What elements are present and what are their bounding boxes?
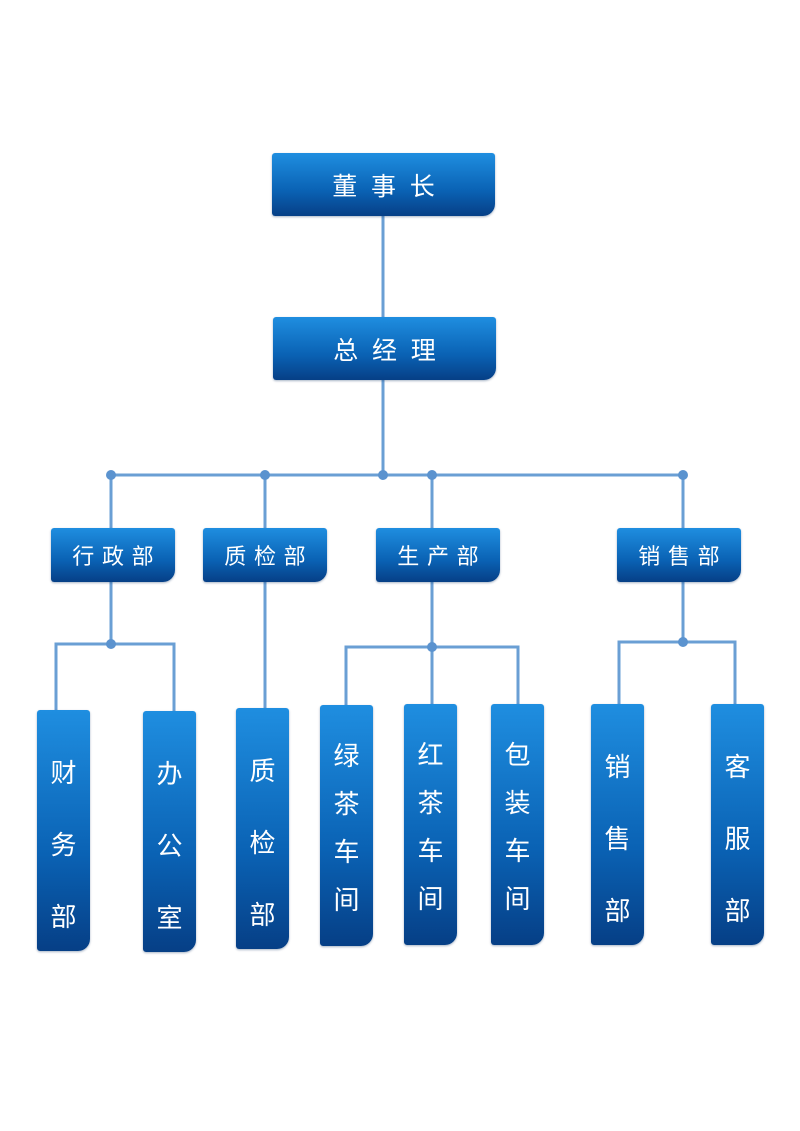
unit-char: 部 (249, 901, 276, 931)
unit-char: 茶 (333, 790, 360, 820)
admin-department-box: 行政部 (51, 528, 175, 582)
unit-char: 车 (504, 837, 531, 867)
unit-char: 装 (504, 789, 531, 819)
junction-dot (427, 642, 437, 652)
packing-workshop-box: 包 装 车 间 (491, 704, 544, 945)
junction-dot (678, 470, 688, 480)
black-tea-workshop-box: 红 茶 车 间 (404, 704, 457, 945)
junction-dot (260, 470, 270, 480)
admin-sub-bus (54, 642, 176, 712)
unit-char: 部 (604, 897, 631, 927)
unit-char: 室 (156, 904, 183, 934)
unit-char: 红 (417, 741, 444, 771)
junction-dot (427, 470, 437, 480)
office-unit-box: 办 公 室 (143, 711, 196, 952)
admin-department-label: 行政部 (72, 545, 162, 570)
sales-department-box: 销售部 (617, 528, 741, 582)
unit-char: 包 (504, 741, 531, 771)
sales-sub-bus (617, 640, 737, 705)
unit-char: 办 (156, 760, 183, 790)
unit-char: 务 (50, 831, 77, 861)
production-department-label: 生产部 (397, 545, 487, 570)
unit-char: 绿 (333, 742, 360, 772)
junction-dot (106, 470, 116, 480)
general-manager-label: 总经理 (333, 335, 450, 365)
customer-service-unit-box: 客 服 部 (711, 704, 764, 945)
unit-char: 售 (604, 825, 631, 855)
unit-char: 质 (249, 757, 276, 787)
junction-dot (106, 639, 116, 649)
sales-unit-box: 销 售 部 (591, 704, 644, 945)
qc-department-label: 质检部 (224, 545, 314, 570)
junction-dot (378, 470, 388, 480)
green-tea-workshop-box: 绿 茶 车 间 (320, 705, 373, 946)
qc-department-box: 质检部 (203, 528, 327, 582)
unit-char: 服 (724, 825, 751, 855)
unit-char: 车 (417, 837, 444, 867)
general-manager-box: 总经理 (273, 317, 496, 380)
unit-char: 间 (504, 885, 531, 915)
production-department-box: 生产部 (376, 528, 500, 582)
finance-unit-box: 财 务 部 (37, 710, 90, 951)
unit-char: 部 (50, 903, 77, 933)
qc-unit-box: 质 检 部 (236, 708, 289, 949)
unit-char: 公 (156, 832, 183, 862)
unit-char: 间 (417, 885, 444, 915)
sales-department-label: 销售部 (638, 545, 728, 570)
unit-char: 茶 (417, 789, 444, 819)
unit-char: 销 (604, 753, 631, 783)
chairman-box: 董事长 (272, 153, 495, 216)
unit-char: 检 (249, 829, 276, 859)
unit-char: 间 (333, 886, 360, 916)
chairman-label: 董事长 (332, 171, 449, 201)
unit-char: 部 (724, 897, 751, 927)
unit-char: 客 (724, 753, 751, 783)
unit-char: 车 (333, 838, 360, 868)
unit-char: 财 (50, 759, 77, 789)
junction-dot (678, 637, 688, 647)
